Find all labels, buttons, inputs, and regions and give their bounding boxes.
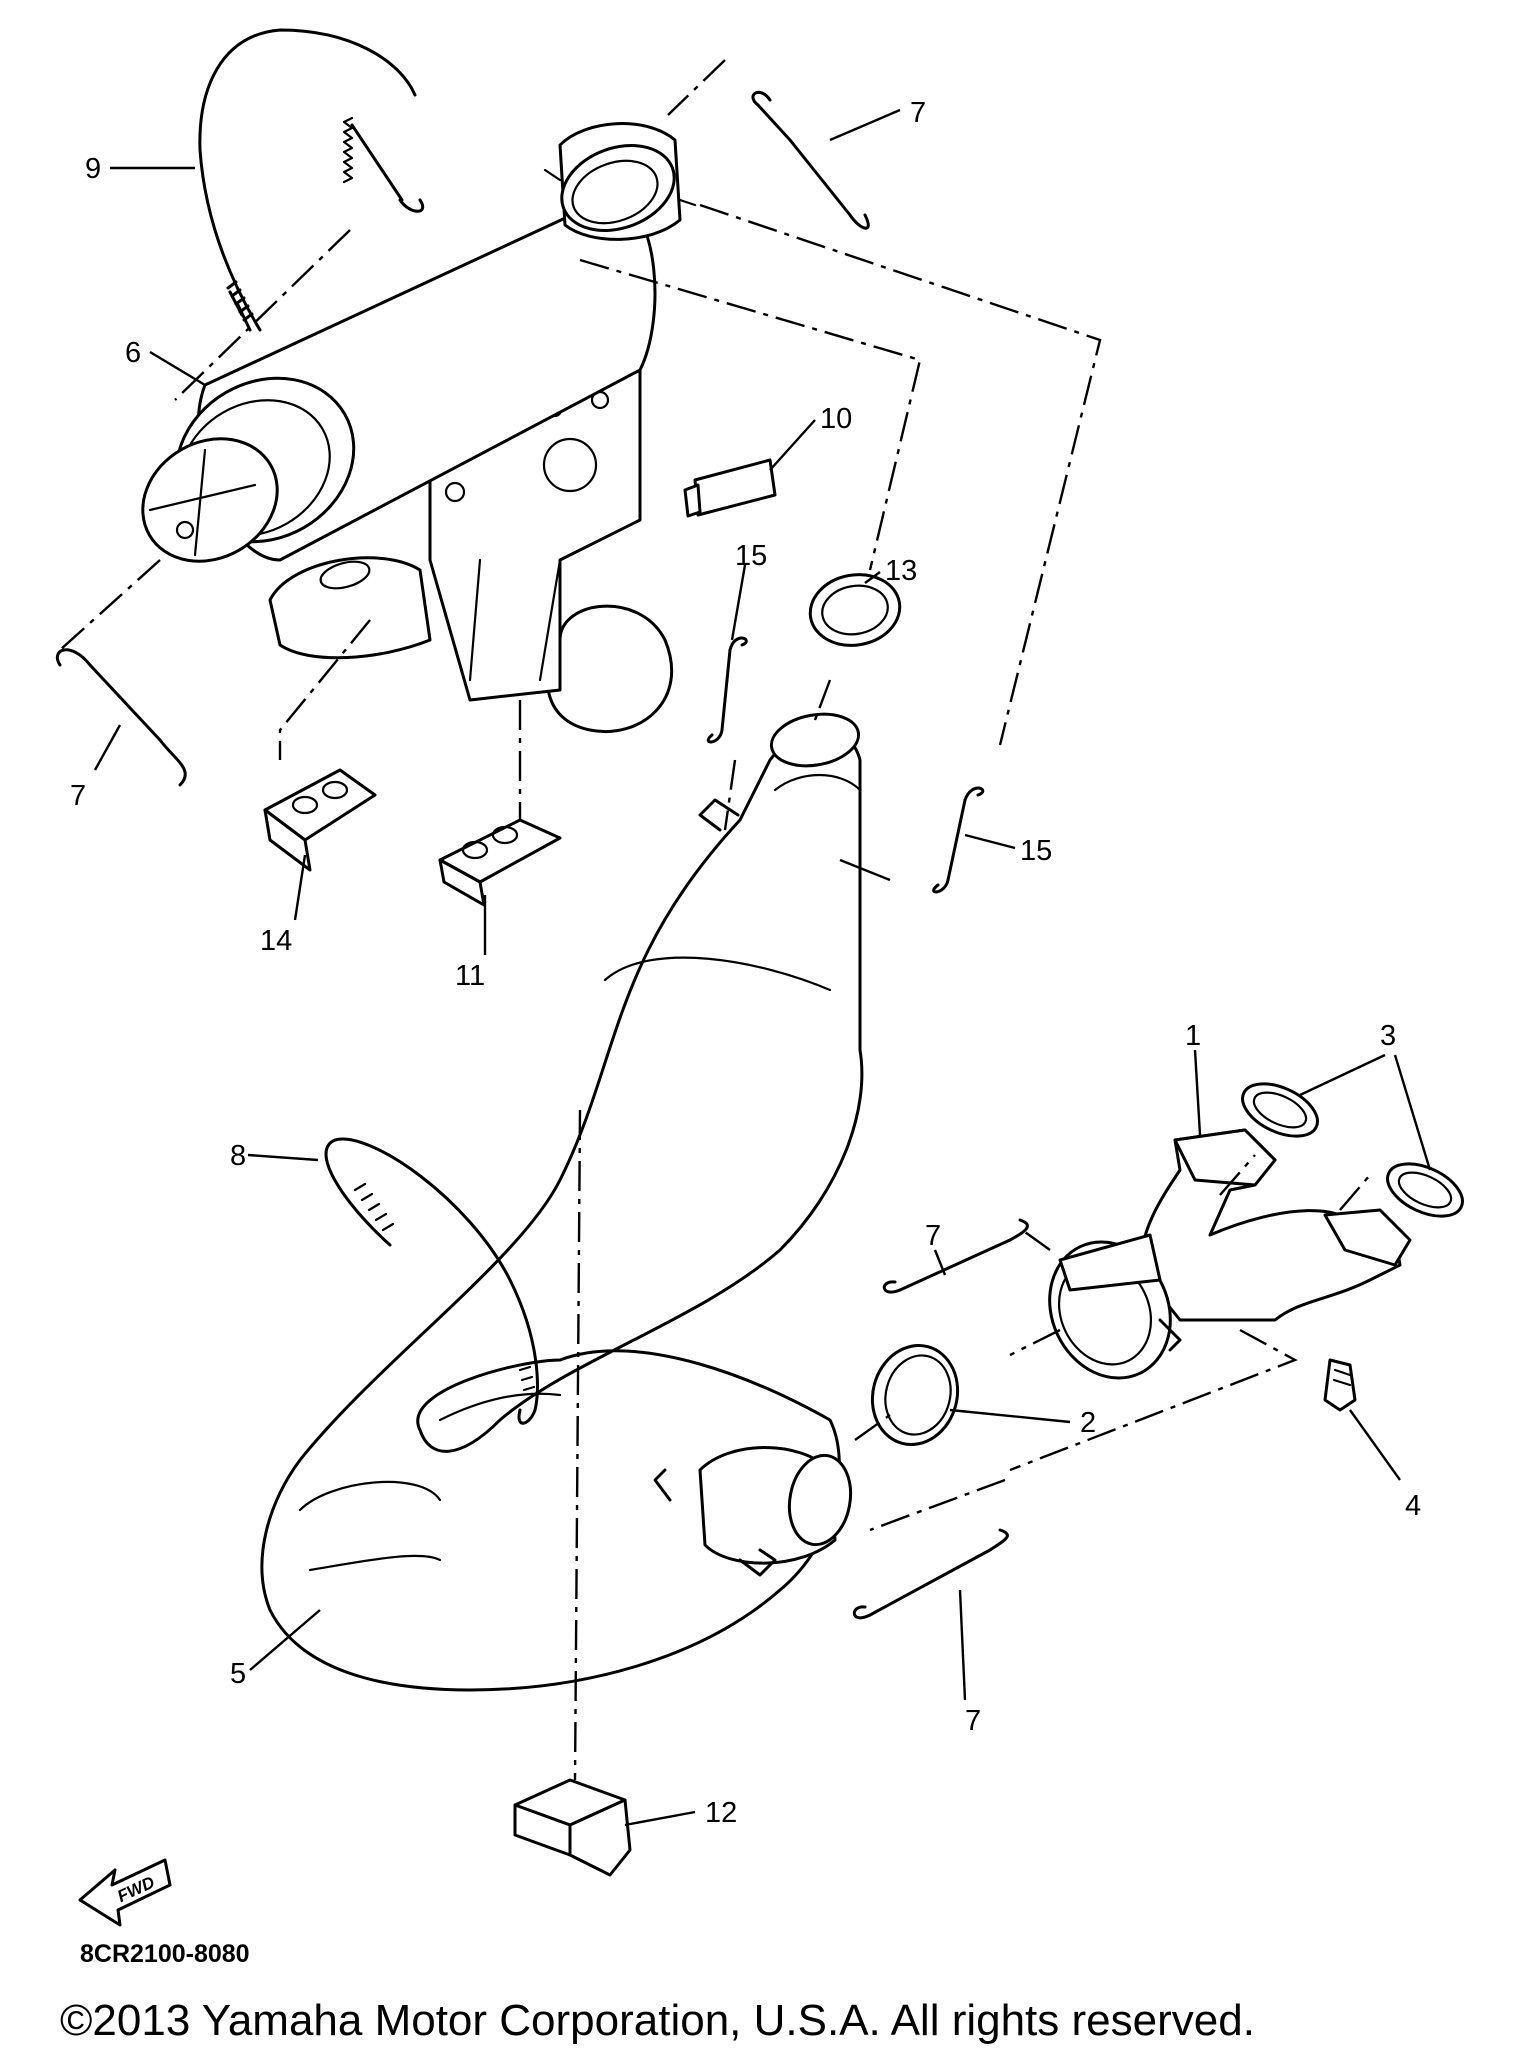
leader-lines <box>93 108 1432 1827</box>
callout-1: 1 <box>1185 1020 1201 1052</box>
callout-13: 13 <box>885 555 917 587</box>
callout-15-upper: 15 <box>735 540 767 572</box>
copyright-notice: ©2013 Yamaha Motor Corporation, U.S.A. A… <box>60 1996 1255 2045</box>
callout-7-left: 7 <box>70 780 86 812</box>
spring-part-15-upper <box>706 636 748 744</box>
callout-5: 5 <box>230 1658 246 1690</box>
assembly-lines <box>59 59 1371 1781</box>
damper-part-14 <box>263 768 377 872</box>
callout-14: 14 <box>260 925 292 957</box>
callout-15-right: 15 <box>1020 835 1052 867</box>
callout-labels: 9 6 7 10 13 15 7 15 14 11 8 1 3 7 2 4 5 … <box>70 97 1421 1829</box>
joint-part-2 <box>870 1343 960 1447</box>
spring-part-15-right <box>932 786 985 894</box>
callout-7-upper-right: 7 <box>910 97 926 129</box>
spring-part-7-lower <box>852 1528 1009 1620</box>
spring-part-7-middle <box>882 1218 1029 1294</box>
diagram-code: 8CR2100-8080 <box>80 1940 250 1968</box>
callout-12: 12 <box>705 1797 737 1829</box>
manifold-part-1 <box>1048 1128 1412 1380</box>
callout-7-middle: 7 <box>925 1220 941 1252</box>
damper-part-11 <box>438 818 562 907</box>
spring-part-7-upper-left <box>342 116 424 213</box>
callout-4: 4 <box>1405 1490 1421 1522</box>
clip-part-12 <box>513 1778 632 1877</box>
callout-8: 8 <box>230 1140 246 1172</box>
spring-part-7-upper-right <box>751 90 870 230</box>
callout-9: 9 <box>85 153 101 185</box>
callout-11: 11 <box>455 960 485 992</box>
callout-10: 10 <box>820 403 852 435</box>
callout-3: 3 <box>1380 1020 1396 1052</box>
callout-6: 6 <box>125 337 141 369</box>
gasket-part-3 <box>1241 1082 1464 1218</box>
plug-part-10 <box>683 458 777 518</box>
gasket-part-13 <box>808 573 902 647</box>
bolt-part-4 <box>1323 1358 1357 1412</box>
forward-arrow-icon: FWD <box>78 1858 172 1927</box>
callout-2: 2 <box>1080 1407 1096 1439</box>
spring-part-7-left <box>55 648 187 787</box>
silencer-part-6 <box>141 122 697 733</box>
exhaust-pipe-part-5 <box>260 712 864 1692</box>
protector-wire-part-8 <box>324 1137 539 1425</box>
callout-7-lower: 7 <box>965 1705 981 1737</box>
